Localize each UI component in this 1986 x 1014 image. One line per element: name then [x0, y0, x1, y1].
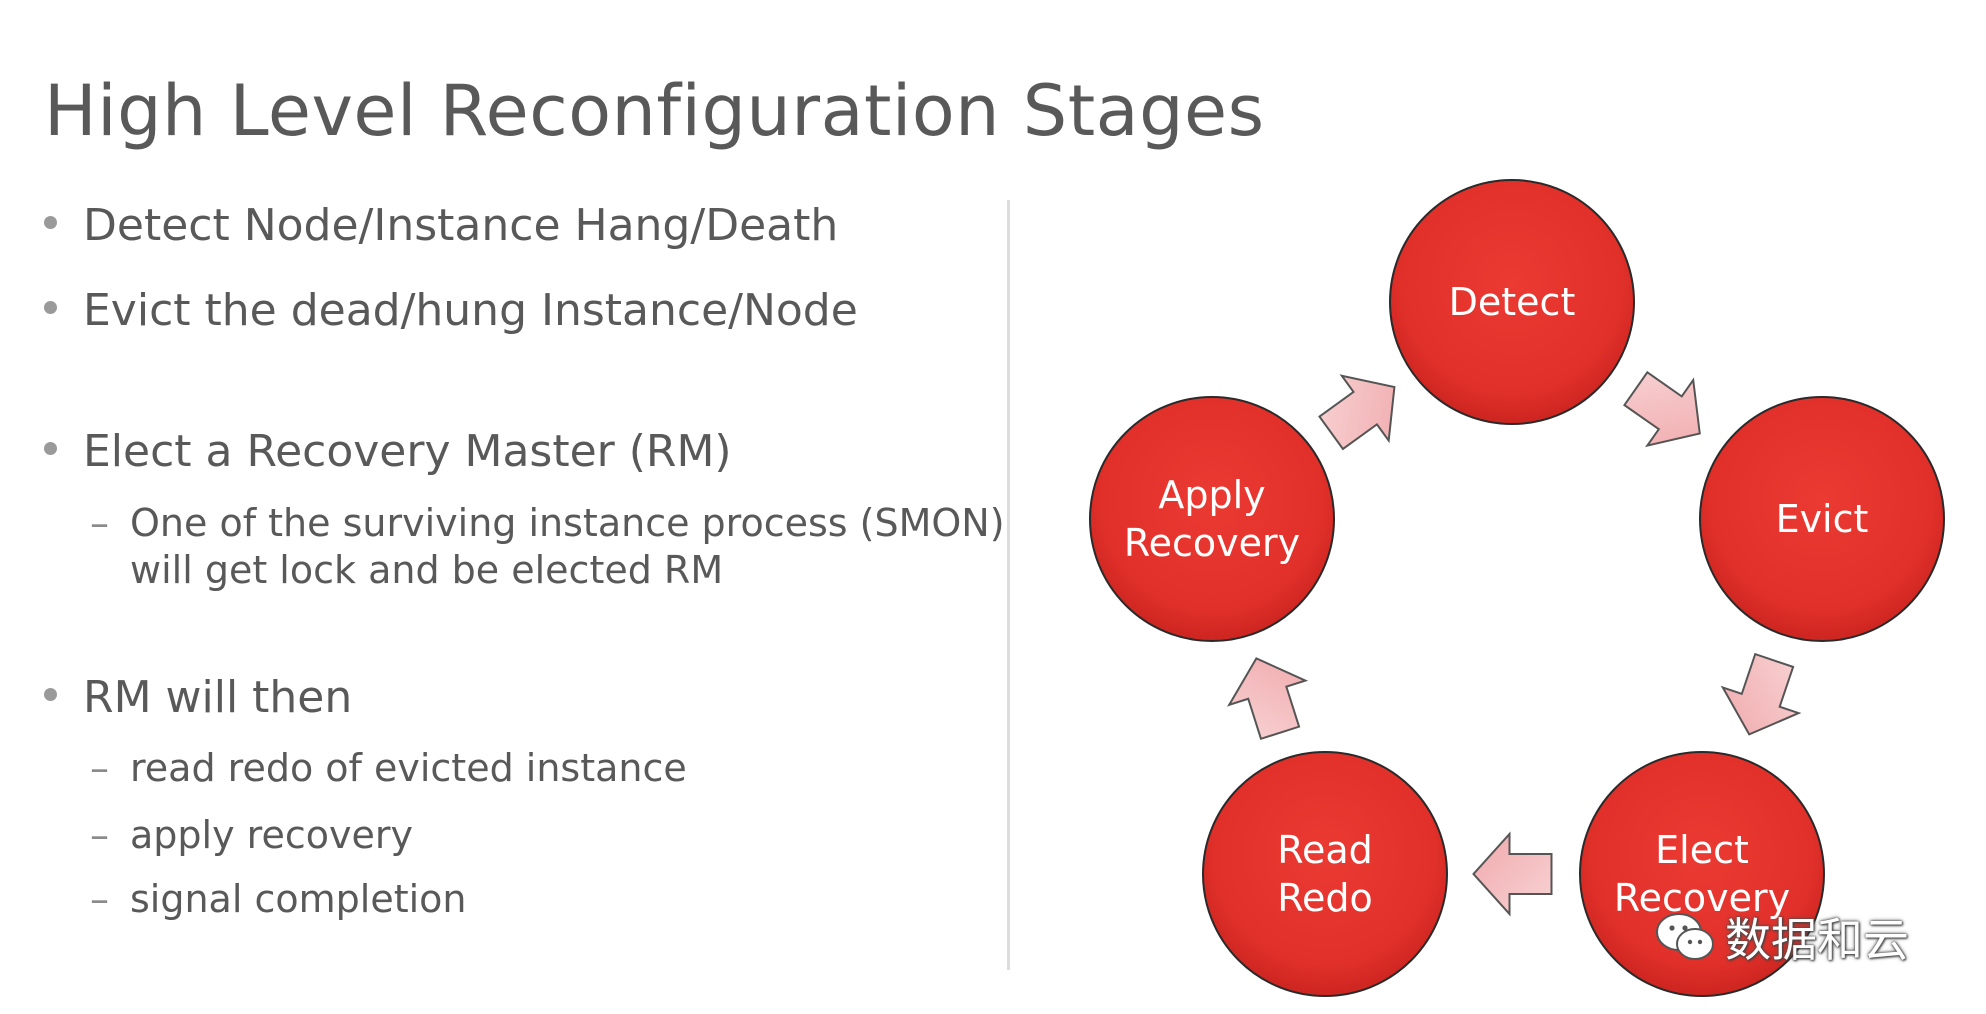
node-circle: [1699, 396, 1945, 642]
sub-bullet-signal-completion: –signal completion: [90, 876, 467, 923]
column-divider: [1007, 200, 1010, 970]
node-circle: [1389, 179, 1635, 425]
wechat-icon: [1656, 913, 1714, 960]
slide-title: High Level Reconfiguration Stages: [44, 70, 1265, 152]
node-label: Read: [1277, 828, 1372, 872]
cycle-arrow: [1623, 370, 1701, 448]
cycle-arrow: [1226, 657, 1309, 741]
watermark-text: 数据和云: [1725, 913, 1909, 967]
bullet-text: Evict the dead/hung Instance/Node: [83, 285, 858, 336]
sub-bullet-text-continued: will get lock and be elected RM: [130, 548, 724, 592]
dash-icon: –: [90, 746, 109, 790]
sub-bullet-text: read redo of evicted instance: [130, 746, 687, 790]
bullet-evict: Evict the dead/hung Instance/Node: [44, 285, 858, 336]
sub-bullet-text: apply recovery: [130, 813, 413, 857]
bullet-dot-icon: [44, 215, 57, 229]
sub-bullet-read-redo: –read redo of evicted instance: [90, 745, 687, 792]
node-circle: [1089, 396, 1335, 642]
watermark: 数据和云: [1655, 904, 1909, 970]
cycle-nodes: DetectEvictElectRecoveryReadRedoApplyRec…: [1089, 179, 1945, 997]
node-label: Evict: [1776, 497, 1869, 541]
bullet-dot-icon: [44, 300, 57, 314]
bullet-text: Elect a Recovery Master (RM): [83, 426, 732, 477]
node-label: Recovery: [1124, 521, 1300, 565]
sub-bullet-smon: –One of the surviving instance process (…: [90, 500, 1005, 594]
node-evict: Evict: [1699, 396, 1945, 642]
cycle-arrow: [1720, 652, 1802, 736]
sub-bullet-text: signal completion: [130, 877, 467, 921]
node-label: Detect: [1449, 280, 1576, 324]
node-label: Apply: [1158, 473, 1265, 517]
node-label: Elect: [1655, 828, 1749, 872]
dash-icon: –: [90, 813, 109, 857]
bullet-dot-icon: [44, 687, 57, 701]
node-detect: Detect: [1389, 179, 1635, 425]
bullet-dot-icon: [44, 441, 57, 455]
dash-icon: –: [90, 501, 109, 545]
bullet-elect: Elect a Recovery Master (RM): [44, 426, 732, 477]
sub-bullet-text: One of the surviving instance process (S…: [130, 501, 1005, 545]
sub-bullet-apply-recovery: –apply recovery: [90, 812, 413, 859]
node-label: Recovery: [1614, 876, 1790, 920]
node-label: Redo: [1277, 876, 1372, 920]
node-circle: [1579, 751, 1825, 997]
bullet-text: RM will then: [83, 672, 353, 723]
cycle-arrows: [1226, 370, 1802, 917]
cycle-arrow: [1472, 831, 1553, 917]
bullet-rm-will-then: RM will then: [44, 672, 352, 723]
bullet-detect: Detect Node/Instance Hang/Death: [44, 200, 838, 251]
node-circle: [1202, 751, 1448, 997]
bullet-text: Detect Node/Instance Hang/Death: [83, 200, 839, 251]
cycle-arrow: [1318, 374, 1396, 451]
dash-icon: –: [90, 877, 109, 921]
